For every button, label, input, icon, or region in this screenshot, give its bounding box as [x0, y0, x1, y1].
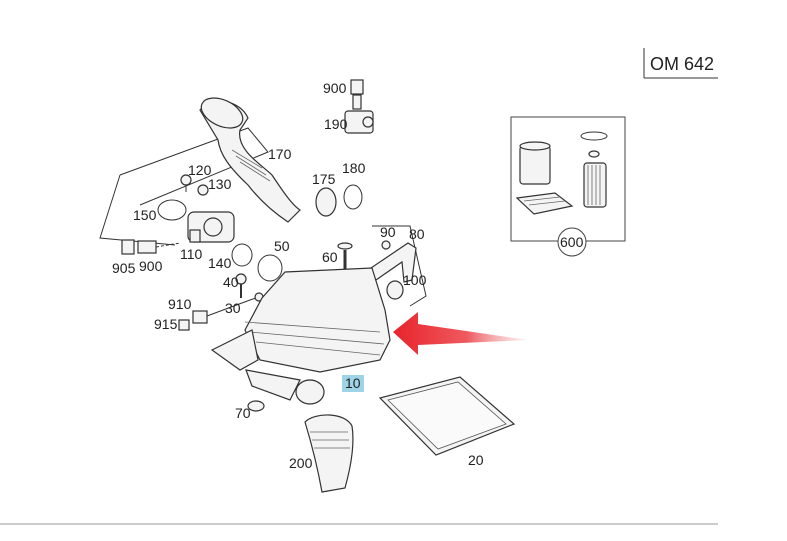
part-label-900b: 900 [139, 258, 163, 274]
fuel-filter-icon [519, 145, 551, 185]
part-label-80: 80 [409, 226, 425, 242]
air-filter-element [378, 376, 516, 456]
part-label-30: 30 [225, 300, 241, 316]
nut [381, 240, 391, 250]
o-ring [257, 254, 283, 282]
part-label-175: 175 [312, 171, 336, 187]
air-filter-housing [210, 267, 391, 405]
part-label-170: 170 [268, 146, 292, 162]
part-label-200: 200 [289, 455, 313, 471]
rubber-mount [386, 280, 404, 300]
part-label-70: 70 [235, 405, 251, 421]
part-label-915: 915 [154, 316, 178, 332]
part-label-110: 110 [180, 246, 203, 262]
part-label-140: 140 [208, 255, 232, 271]
intake-duct [304, 414, 354, 493]
filter-kit-box [510, 116, 626, 242]
part-label-150: 150 [133, 207, 157, 223]
engine-code-box: OM 642 [643, 48, 718, 79]
seal-ring [157, 199, 187, 221]
engine-code: OM 642 [650, 54, 714, 74]
part-label-120: 120 [188, 162, 212, 178]
part-label-90: 90 [380, 224, 396, 240]
part-label-190: 190 [324, 116, 348, 132]
highlight-box [342, 375, 364, 392]
pressure-sensor [344, 79, 374, 134]
part-label-10: 10 [345, 375, 361, 391]
connector [121, 239, 181, 255]
bolt [235, 273, 247, 298]
air-mass-sensor [187, 211, 235, 243]
oil-filter-icon [583, 162, 607, 208]
part-label-900: 900 [323, 80, 347, 96]
intake-pipe [199, 97, 301, 223]
part-label-40: 40 [223, 274, 239, 290]
part-label-130: 130 [208, 176, 232, 192]
o-ring-icon [580, 131, 608, 141]
part-label-180: 180 [342, 160, 366, 176]
part-label-100: 100 [403, 272, 427, 288]
grommet [247, 400, 265, 412]
part-label-910: 910 [168, 296, 192, 312]
part-label-600: 600 [560, 234, 584, 250]
washer [197, 184, 209, 196]
screw [180, 174, 192, 192]
sleeve [315, 187, 337, 217]
kit-label-circle [557, 227, 587, 257]
part-label-20: 20 [468, 452, 484, 468]
clamp [231, 243, 253, 267]
part-label-50: 50 [274, 238, 290, 254]
hose-clamp [343, 184, 363, 210]
highlight-arrow-icon [393, 312, 528, 355]
bracket [367, 242, 417, 283]
part-label-905: 905 [112, 260, 136, 276]
part-label-60: 60 [322, 249, 338, 265]
